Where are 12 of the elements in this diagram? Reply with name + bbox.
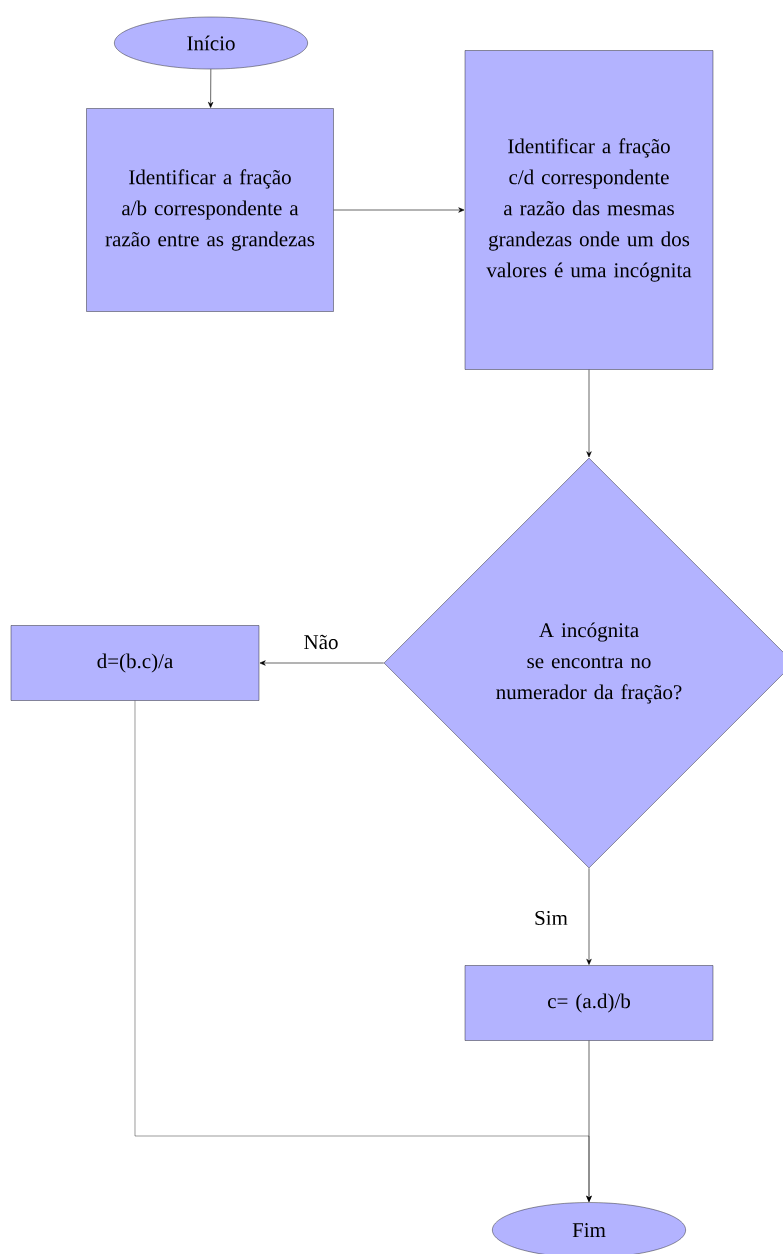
process-box: c= (a.d)/b <box>464 965 714 1041</box>
process-box: Identificar a fração a/b correspondente a razão entre as grandezas <box>86 108 334 312</box>
process-box: d=(b.c)/a <box>10 625 260 701</box>
edge-label: Não <box>304 634 338 650</box>
arrow <box>259 660 385 666</box>
arrow <box>333 207 465 213</box>
arrow <box>586 867 592 965</box>
arrow <box>586 369 592 458</box>
edge-label: Sim <box>535 910 568 926</box>
arrow <box>134 700 592 1202</box>
process-box: Identificar a fração c/d correspondente a razão das mesmas grandezas onde um dos valores é uma incógnita <box>464 50 714 370</box>
arrow <box>208 68 214 108</box>
